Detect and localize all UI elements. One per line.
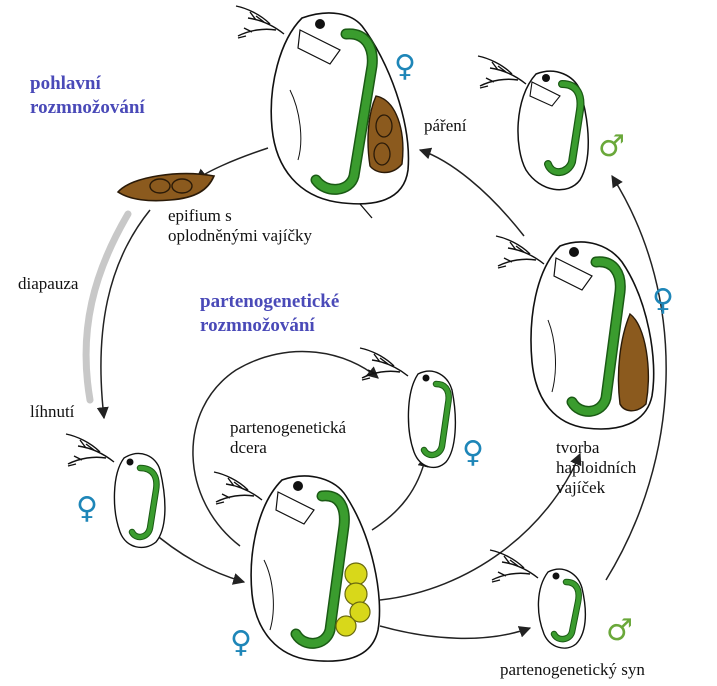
diapause-bar xyxy=(86,214,128,400)
heading-sexual-line1: pohlavní xyxy=(30,72,145,96)
arrow-adult-to-son xyxy=(380,626,530,638)
label-hatching: líhnutí xyxy=(30,402,74,422)
female-symbol-center: ♀ xyxy=(230,628,252,658)
heading-sexual-reproduction: pohlavní rozmnožování xyxy=(30,72,145,120)
label-son: partenogenetický syn xyxy=(500,660,645,680)
daughter-illustration xyxy=(360,348,455,467)
heading-parthenogenetic-line2: rozmnožování xyxy=(200,314,339,338)
ephippium-illustration xyxy=(118,174,214,201)
label-haploid-line2: haploidních xyxy=(556,458,636,478)
female-symbol-hatchling: ♀ xyxy=(76,494,98,524)
label-mating: páření xyxy=(424,116,466,136)
male-symbol-top: ♂ xyxy=(598,132,625,162)
label-daughter-line1: partenogenetická xyxy=(230,418,346,438)
label-daughter-line2: dcera xyxy=(230,438,346,458)
label-daughter: partenogenetická dcera xyxy=(230,418,346,458)
male-symbol-son: ♂ xyxy=(606,616,633,646)
label-ephippium: epifium s oplodněnými vajíčky xyxy=(168,206,312,246)
female-symbol-daughter: ♀ xyxy=(462,438,484,468)
label-ephippium-line1: epifium s xyxy=(168,206,312,226)
arrow-adult-to-daughter xyxy=(372,456,426,530)
female-haploid-illustration xyxy=(496,236,654,429)
label-haploid-eggs: tvorba haploidních vajíček xyxy=(556,438,636,498)
male-top-illustration xyxy=(478,56,588,190)
label-haploid-line3: vajíček xyxy=(556,478,636,498)
label-diapause: diapauza xyxy=(18,274,78,294)
female-symbol-right: ♀ xyxy=(652,286,674,316)
heading-parthenogenetic-line1: partenogenetické xyxy=(200,290,339,314)
label-ephippium-line2: oplodněnými vajíčky xyxy=(168,226,312,246)
arrow-ephippium-to-hatching xyxy=(101,210,150,418)
female-symbol-top: ♀ xyxy=(394,52,416,82)
son-illustration xyxy=(490,550,585,648)
arrow-haploid-to-female xyxy=(420,150,524,236)
heading-sexual-line2: rozmnožování xyxy=(30,96,145,120)
female-top-illustration xyxy=(236,6,408,218)
heading-parthenogenetic-reproduction: partenogenetické rozmnožování xyxy=(200,290,339,338)
label-haploid-line1: tvorba xyxy=(556,438,636,458)
